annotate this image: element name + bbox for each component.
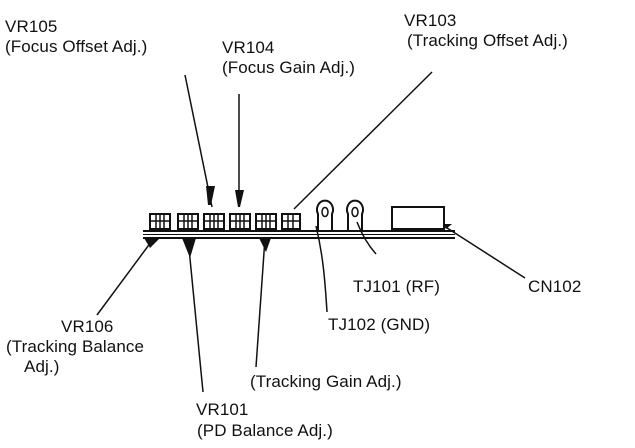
cn102-arrowhead [443, 224, 452, 229]
vr103-code: VR103 [404, 11, 457, 30]
vr105-code: VR105 [5, 17, 58, 36]
vr103-leader [293, 71, 433, 210]
cn102-leader [443, 225, 526, 279]
tracking-gain-component [255, 213, 277, 230]
vr105-label: VR105 (Focus Offset Adj.) [5, 17, 147, 57]
vr106-component [149, 213, 171, 230]
tj101-label: TJ101 (RF) [353, 277, 440, 297]
tracking-gain-desc: (Tracking Gain Adj.) [250, 372, 402, 391]
vr105-leader [184, 74, 213, 208]
tj102-text: TJ102 (GND) [328, 315, 431, 334]
vr103-label: VR103 (Tracking Offset Adj.) [404, 11, 568, 51]
circuit-board [143, 230, 455, 239]
tj101-text: TJ101 (RF) [353, 277, 440, 296]
vr101-code: VR101 [196, 400, 249, 419]
vr101-component [177, 213, 199, 230]
tracking-gain-label: (Tracking Gain Adj.) [250, 372, 402, 392]
vr104-desc: (Focus Gain Adj.) [222, 58, 356, 77]
tracking-gain-leader [255, 237, 266, 368]
vr104-label: VR104 (Focus Gain Adj.) [222, 38, 355, 78]
tj101-test-loop [346, 199, 364, 230]
vr101-desc-label: (PD Balance Adj.) [197, 421, 333, 441]
vr106-desc-line1: (Tracking Balance [6, 337, 145, 356]
vr101-desc: (PD Balance Adj.) [197, 421, 333, 440]
vr106-arrowhead [144, 238, 160, 248]
cn102-connector [391, 206, 445, 230]
tj102-leader [315, 225, 328, 313]
vr106-code: VR106 [61, 317, 114, 336]
tj102-label: TJ102 (GND) [328, 315, 430, 335]
vr104-component [229, 213, 251, 230]
vr103-component [281, 213, 301, 230]
vr105-desc: (Focus Offset Adj.) [5, 37, 148, 56]
tj102-test-loop [316, 199, 334, 230]
vr106-desc-line2: Adj.) [24, 357, 60, 376]
vr103-desc: (Tracking Offset Adj.) [407, 31, 568, 50]
vr101-arrowhead [182, 238, 196, 258]
vr104-code: VR104 [222, 38, 275, 57]
vr106-leader [96, 237, 155, 316]
tracking-gain-arrowhead [259, 238, 271, 252]
vr106-label: VR106 (Tracking Balance Adj.) [6, 317, 144, 377]
tj101-leader [356, 221, 377, 255]
vr101-leader [187, 237, 204, 393]
cn102-label: CN102 [528, 277, 581, 297]
vr105-arrowhead [206, 186, 215, 205]
cn102-text: CN102 [528, 277, 582, 296]
vr101-label: VR101 [196, 400, 248, 420]
vr104-arrowhead [235, 190, 244, 207]
vr105-component [203, 213, 225, 230]
